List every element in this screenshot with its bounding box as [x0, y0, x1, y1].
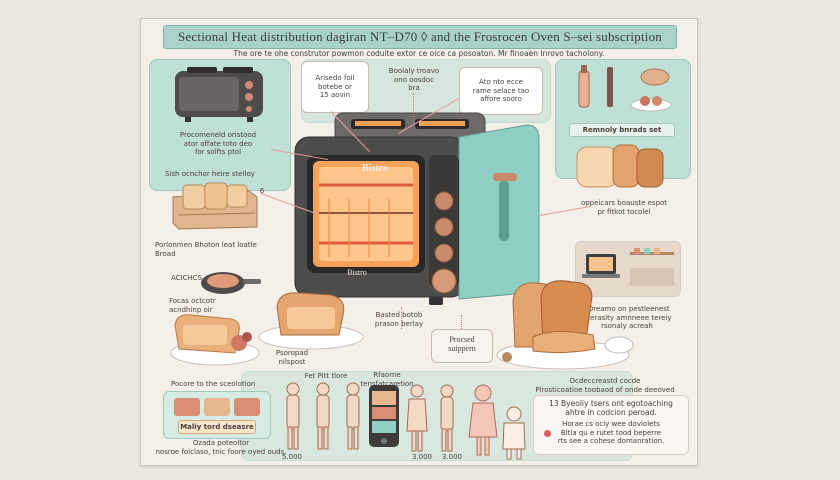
left-mid-label: Procomeneld oristood ator offate toto de… [179, 131, 257, 156]
connector-center-bread [401, 307, 402, 329]
diagram-title: Sectional Heat distribution dagiran NT–D… [178, 29, 662, 44]
left-bottom-label: Ozada poteoltor nosroe foiclaso, tnic fo… [155, 439, 287, 456]
diagram-sheet: Sectional Heat distribution dagiran NT–D… [140, 18, 698, 466]
center-plate-label: Psoropad nilspost [275, 349, 309, 366]
connector-pill [461, 315, 462, 329]
right-screen-label: 10reamo on pestleenest ccerasity amnneee… [582, 305, 672, 330]
single-person-icon [502, 406, 526, 460]
people-group-icons-2 [406, 384, 498, 456]
center-bread-label: Basted botob prason berlay [374, 311, 424, 328]
screen-caption: Rfaorne tensfatcaretion [360, 371, 414, 388]
timer-callout: Arisedo foil botebe or 15 aovin [301, 61, 369, 113]
toast-stack-right [496, 280, 634, 370]
bread-loaf-right [576, 144, 664, 188]
right-lower-label: Ocdeccreastd cocde Plrosticoatioe toobao… [535, 377, 675, 394]
top-note-label: Boolaly troavo ono oosdoc bra [388, 67, 440, 92]
phone-screen-icon [369, 385, 399, 447]
bullet-icon [544, 430, 551, 437]
brand-top-label: Bistro [362, 163, 388, 174]
center-bread-plate [258, 292, 364, 350]
bread-set-label: Remnoly bnrads set [569, 123, 675, 137]
condiments-image [578, 65, 672, 112]
left-crate-label: Sish ocnchor heire stelloy [165, 170, 255, 178]
laptop-icon [582, 254, 620, 278]
connector-top-note [413, 93, 414, 125]
people-number-3: 3.000 [441, 453, 463, 461]
right-bottom-info-card: 13 Byeoliy tsers ont egotoaching ahtre i… [533, 395, 689, 455]
brand-front-label: Bistro [347, 268, 367, 277]
people-number-1: 5.000 [281, 453, 303, 461]
bread-crate-image [172, 182, 258, 230]
kitchen-screen-card [575, 241, 681, 297]
toast-plate-left [170, 314, 260, 366]
right-mid-label: oppeicars boauste espot pr fitkot tocole… [580, 199, 668, 216]
people-number-2: 3.000 [411, 453, 433, 461]
right-top-callout: Ato nto ecce rame selace tao affore soor… [459, 67, 543, 115]
left-crate-number: 6 [259, 187, 265, 195]
left-lower-label: Focas octcotr acndhinp oir [169, 297, 216, 314]
center-bottom-label: Fet Pitt tlore [304, 372, 348, 380]
title-banner: Sectional Heat distribution dagiran NT–D… [163, 25, 677, 49]
people-group-icons [286, 382, 360, 450]
left-bread-label: Porlonmen Bhoton leat loatle Broad [155, 241, 257, 258]
small-toaster-icon [175, 67, 263, 122]
shelf-icon [630, 248, 674, 286]
diagram-subtitle: The ore te ohe construtor powmon coduite… [233, 49, 605, 58]
plaque-label: Maliy tord dseasre [178, 420, 256, 434]
toaster-oven-illustration [294, 112, 540, 305]
left-tiny-label: ACICHCS [171, 274, 203, 282]
frying-pan-icon [201, 272, 261, 294]
subscription-box: Maliy tord dseasre [163, 391, 271, 439]
bread-box-icon [174, 398, 260, 416]
left-subscription-label: Pocore to the sceolotion [171, 380, 256, 388]
processed-pill: Procsed suippern [431, 329, 493, 363]
